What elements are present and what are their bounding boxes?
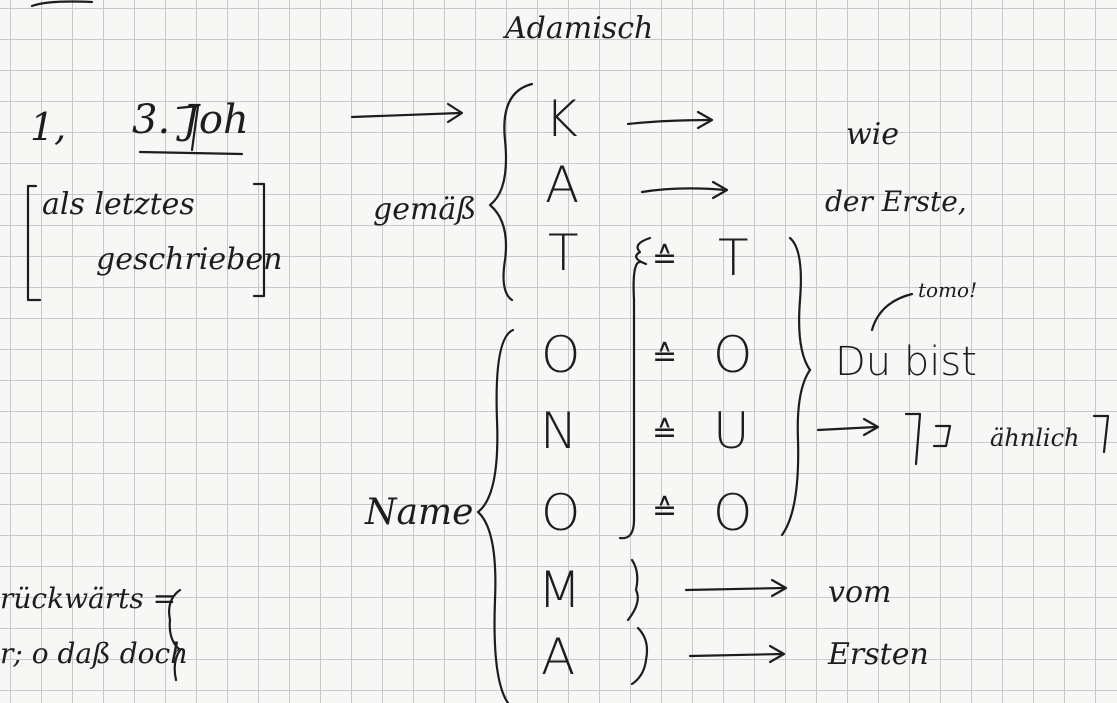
brace-du-bist xyxy=(788,236,812,372)
brace-t xyxy=(635,236,652,266)
hook-tomo xyxy=(870,292,914,332)
note-rueckwaerts: rückwärts = xyxy=(0,582,177,615)
mapped-letter-u: U xyxy=(713,402,750,460)
bracket-aehnlich-3 xyxy=(1092,414,1110,454)
corresponds-symbol: ≙ xyxy=(652,241,678,276)
arrow-head xyxy=(446,102,464,124)
arrow-head xyxy=(768,644,786,664)
note-left-bracket xyxy=(26,184,42,302)
corresponds-symbol: ≙ xyxy=(652,339,678,374)
heading-adamisch: Adamisch xyxy=(505,11,654,46)
mapped-letter-o: O xyxy=(713,326,753,384)
arrow-head xyxy=(770,578,788,598)
corresponds-symbol: ≙ xyxy=(652,415,678,450)
text-aehnlich: ähnlich xyxy=(990,424,1080,452)
item-number: 1, xyxy=(30,105,67,149)
letter-m: M xyxy=(538,561,582,619)
arrow-a-ersten xyxy=(688,652,784,658)
brace-gemaess xyxy=(488,82,534,302)
bracket-a xyxy=(630,626,649,686)
arrow-head xyxy=(696,110,714,130)
bracket-aehnlich-1 xyxy=(904,412,922,466)
label-gemaess: gemäß xyxy=(373,192,477,227)
letter-n: N xyxy=(540,402,578,460)
text-ersten: Ersten xyxy=(828,637,929,672)
note-geschrieben: geschrieben xyxy=(96,242,283,277)
letter-a-2: A xyxy=(541,628,576,686)
letter-o-2: O xyxy=(541,484,581,542)
arrow-m-vom xyxy=(684,586,786,592)
letter-t: T xyxy=(548,224,579,282)
text-wie: wie xyxy=(846,117,900,152)
note-als-letztes: als letztes xyxy=(42,187,195,222)
arrow-k-wie xyxy=(626,118,712,126)
label-name: Name xyxy=(365,492,474,533)
brace-m xyxy=(626,558,639,622)
brace-du-bist-lower xyxy=(780,368,812,537)
arrow-a-erste xyxy=(640,187,727,194)
mapped-letter-o-2: O xyxy=(713,484,753,542)
corresponds-symbol: ≙ xyxy=(652,493,678,528)
arrow-to-katonoma xyxy=(350,111,462,119)
brace-name xyxy=(476,328,515,703)
reference-3-joh: 3. Joh xyxy=(132,97,249,143)
bracket-aehnlich-2 xyxy=(932,424,952,448)
underline-reference xyxy=(138,150,244,156)
note-o-dass-doch: r; o daß doch xyxy=(0,637,189,670)
letter-a: A xyxy=(545,156,580,214)
arrow-head xyxy=(711,180,729,200)
top-left-arc xyxy=(30,0,94,8)
text-tomo: tomo! xyxy=(918,278,978,302)
text-der-erste: der Erste, xyxy=(825,185,967,218)
arrow-aehnlich xyxy=(816,425,878,432)
bracket-onouo xyxy=(618,260,642,540)
letter-k: K xyxy=(545,90,578,148)
note-right-bracket xyxy=(252,182,266,298)
text-vom: vom xyxy=(828,575,892,610)
mapped-letter-t: T xyxy=(718,229,749,287)
arrow-head xyxy=(862,417,880,437)
letter-o: O xyxy=(541,326,581,384)
text-du-bist: Du bist xyxy=(835,339,977,385)
